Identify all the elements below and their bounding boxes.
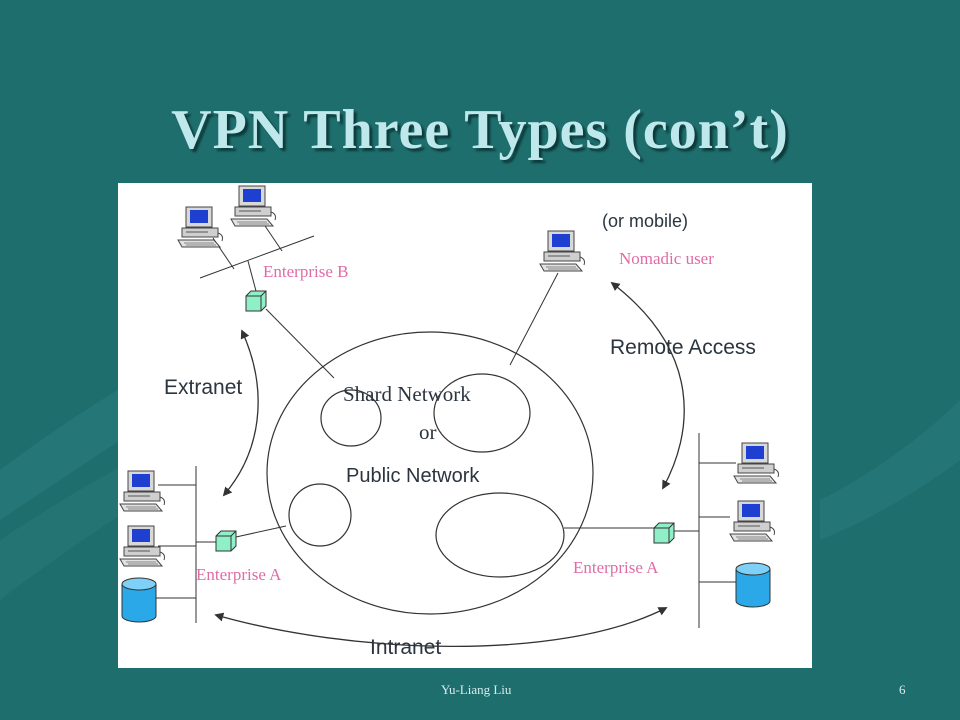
pc-enterprise-a-left-1 (119, 470, 165, 512)
vpn-diagram: Enterprise B (or mobile) Nomadic user Re… (118, 183, 812, 668)
pc-enterprise-b-2 (230, 185, 276, 227)
public-network-label: Public Network (346, 465, 480, 487)
remote-access-arrow (610, 281, 685, 490)
remote-access-label: Remote Access (610, 336, 756, 359)
diagram-drawing (119, 185, 779, 648)
pc-enterprise-b-1 (177, 206, 223, 248)
shard-network-label: Shard Network (343, 382, 471, 406)
pc-enterprise-a-right-2 (729, 500, 775, 542)
enterprise-a-right-label: Enterprise A (573, 558, 659, 577)
database-enterprise-a-right (735, 562, 771, 608)
extranet-arrow (222, 329, 259, 497)
pc-enterprise-a-left-2 (119, 525, 165, 567)
pc-nomadic-user (539, 230, 585, 272)
nomadic-user-label: Nomadic user (619, 249, 714, 268)
database-enterprise-a-left (121, 577, 157, 623)
page-number: 6 (899, 682, 906, 697)
or-mobile-label: (or mobile) (602, 211, 689, 231)
tunnel-ellipse-bottom-left (288, 483, 352, 547)
pc-enterprise-a-right-1 (733, 442, 779, 484)
router-enterprise-b (245, 290, 267, 312)
slide-title: VPN Three Types (con’t) (171, 99, 789, 161)
or-label: or (419, 420, 437, 444)
router-enterprise-a-left (215, 530, 237, 552)
router-enterprise-a-right (653, 522, 675, 544)
enterprise-b-label: Enterprise B (263, 262, 349, 281)
intranet-arrow (214, 607, 668, 648)
footer-author: Yu-Liang Liu (441, 682, 512, 697)
enterprise-b-lan (199, 235, 315, 279)
intranet-label: Intranet (370, 636, 442, 659)
tunnel-ellipse-top-right (433, 373, 531, 453)
extranet-label: Extranet (164, 376, 243, 399)
enterprise-a-left-label: Enterprise A (196, 565, 282, 584)
tunnel-ellipse-top-left (320, 389, 382, 447)
tunnel-ellipse-bottom-right (435, 492, 565, 578)
